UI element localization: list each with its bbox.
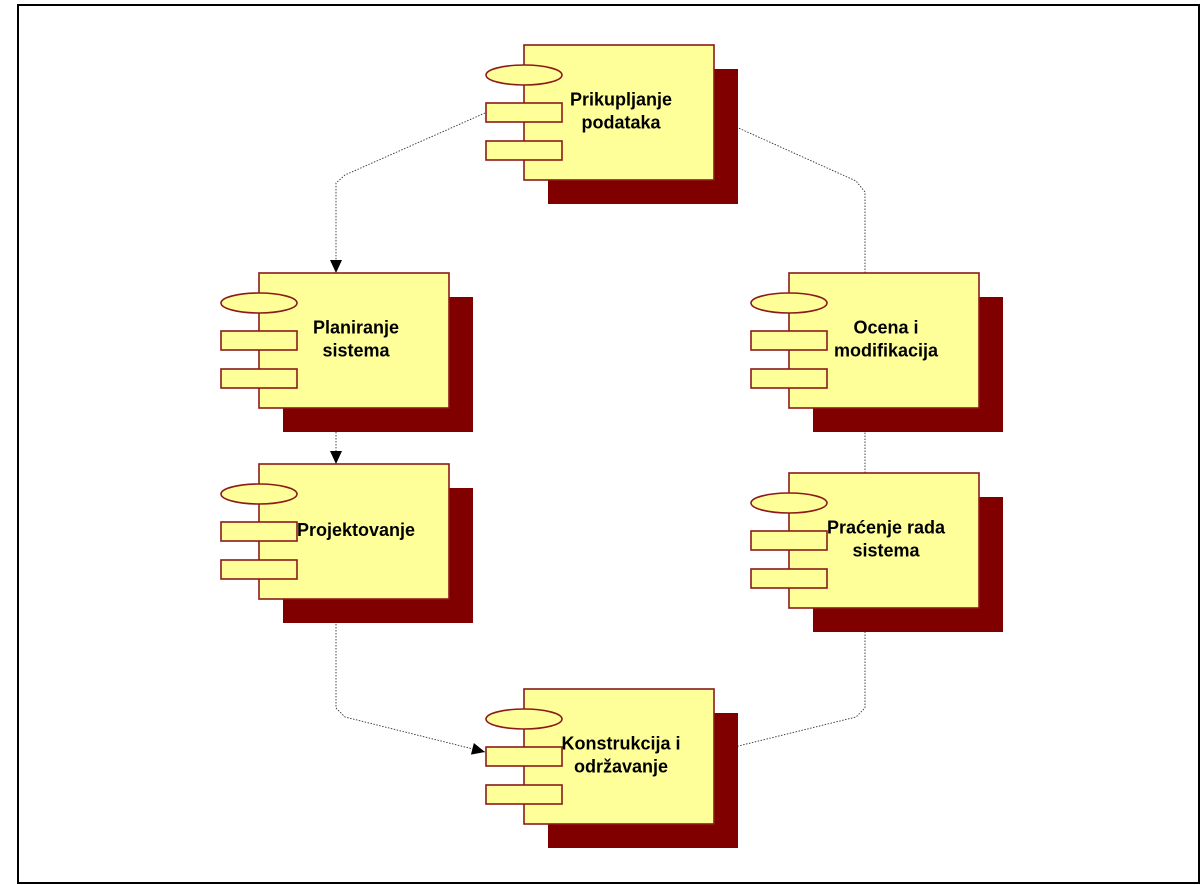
edge-line <box>335 112 486 273</box>
component-label: Konstrukcija i <box>561 734 680 754</box>
component-port-icon <box>220 521 298 542</box>
nodes-layer: PrikupljanjepodatakaPlaniranjesistemaPro… <box>220 44 1003 848</box>
component-label: Prikupljanje <box>570 90 672 110</box>
component-port-icon <box>750 368 828 389</box>
component-label: Ocena i <box>853 318 918 338</box>
component-label: sistema <box>322 341 390 361</box>
component-label: Praćenje rada <box>827 518 946 538</box>
arrowhead-icon <box>330 451 342 464</box>
arrowhead-icon <box>470 743 485 755</box>
component-planiranje: Planiranje sistema <box>220 272 473 432</box>
component-port-icon <box>750 530 828 551</box>
component-port-icon <box>485 140 563 161</box>
component-port-icon <box>485 784 563 805</box>
component-port-icon <box>750 492 828 514</box>
component-label: podataka <box>581 113 661 133</box>
component-port-icon <box>750 568 828 589</box>
arrowhead-icon <box>330 260 342 273</box>
component-port-icon <box>220 483 298 505</box>
edge-line <box>335 600 486 753</box>
component-port-icon <box>750 330 828 351</box>
edge-line <box>713 116 866 273</box>
component-konstrukcija: Konstrukcija i održavanje <box>485 688 738 848</box>
component-label: održavanje <box>574 757 668 777</box>
component-ocena: Ocena i modifikacija <box>750 272 1003 432</box>
component-port-icon <box>220 559 298 580</box>
component-port-icon <box>485 746 563 767</box>
component-label: Projektovanje <box>297 520 415 540</box>
component-port-icon <box>220 368 298 389</box>
component-label: Planiranje <box>313 318 399 338</box>
component-port-icon <box>485 708 563 730</box>
component-port-icon <box>485 102 563 123</box>
component-label: sistema <box>852 541 920 561</box>
component-port-icon <box>220 330 298 351</box>
component-port-icon <box>750 292 828 314</box>
edge-line <box>713 609 866 753</box>
component-prikupljanje: Prikupljanje podataka <box>485 44 738 204</box>
component-pracenje: Praćenje rada sistema <box>750 472 1003 632</box>
component-projektovanje: Projektovanje <box>220 463 473 623</box>
edge-prikupljanje-to-planiranje <box>330 112 486 273</box>
edge-projektovanje-to-konstrukcija <box>335 600 486 755</box>
component-label: modifikacija <box>834 341 939 361</box>
component-port-icon <box>485 64 563 86</box>
component-port-icon <box>220 292 298 314</box>
